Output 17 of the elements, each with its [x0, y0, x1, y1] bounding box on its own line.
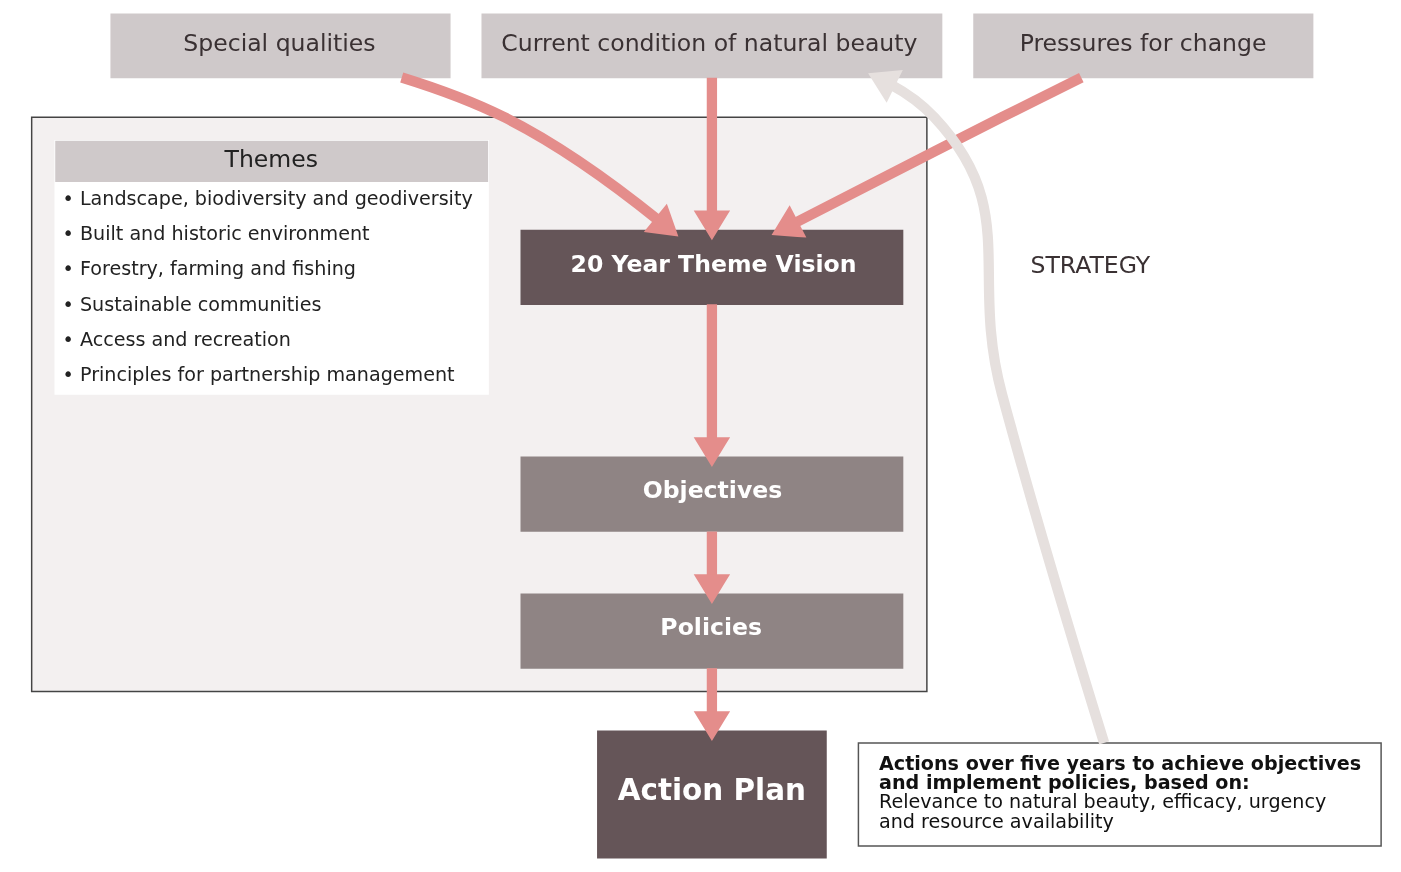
node-box: 20 Year Theme Vision — [520, 229, 904, 305]
node-box: Actions over five years to achieve objectives and implement policies, based on: Relevance to natural beauty, efficacy, urgency and resource availability — [857, 742, 1382, 847]
arrow — [693, 531, 731, 604]
node-box: Current condition of natural beauty — [481, 13, 943, 79]
arrow — [693, 668, 731, 741]
label: STRATEGY — [1030, 251, 1151, 280]
arrow — [868, 70, 1110, 745]
node-box: Pressures for change — [973, 13, 1314, 79]
node-box: Special qualities — [110, 13, 451, 79]
cluster — [30, 116, 928, 693]
arrow — [771, 73, 1084, 238]
node-box: Objectives — [520, 456, 904, 532]
arrow — [400, 72, 679, 237]
node-box: Policies — [520, 593, 904, 669]
arrow — [693, 77, 731, 241]
arrow — [693, 304, 731, 467]
node-box: Action Plan — [597, 730, 827, 859]
